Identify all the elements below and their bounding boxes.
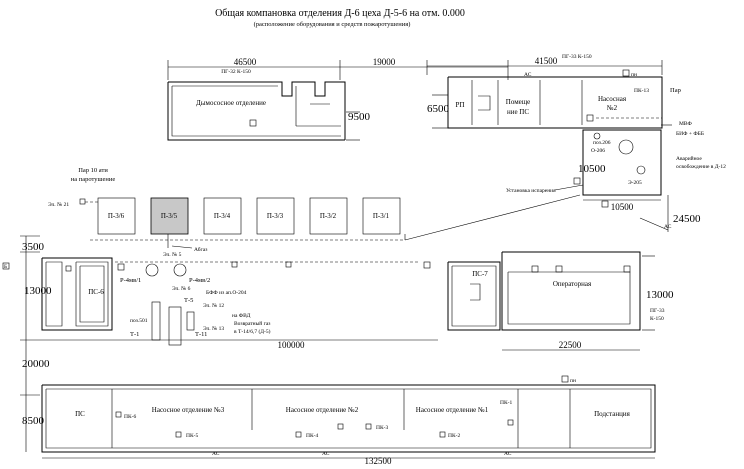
dim-132500: 132500 (365, 456, 393, 466)
room-podstanciya: Подстанция (594, 410, 631, 418)
label-na-fvd: на ФВД (232, 313, 251, 319)
label-ez5: Эл. № 5 (163, 252, 182, 258)
room-dymosos: Дымососное отделение (196, 99, 266, 107)
label-b-left: Б (4, 264, 7, 270)
label-avar-1: Аварийное (676, 155, 702, 162)
label-pk2: ПК-2 (448, 433, 460, 439)
room-nasosnaya-top-1: Насосная (598, 95, 627, 103)
top-right-building: РП Помеще ние ПС Насосная №2 ПК-13 Пар 6… (427, 76, 681, 129)
label-pk1: ПК-1 (500, 400, 512, 406)
label-pos206: поз.206 (593, 140, 611, 146)
label-pos501: поз.501 (130, 318, 148, 324)
dim-10500: 10500 (611, 202, 634, 212)
dim-20000: 20000 (22, 358, 50, 370)
furnace-row: Пар 10 ати на паротушение Эл. № 21 П-3/6… (48, 167, 581, 258)
label-abgaz: Абгаз (194, 246, 207, 253)
label-pk13: ПК-13 (634, 88, 649, 94)
furnace-p33: П-3/3 (267, 212, 284, 220)
label-r4mv2: Р-4мв/2 (189, 277, 210, 284)
label-r4mv1: Р-4мв/1 (120, 277, 141, 284)
bottom-building: пн ПС Насосное отделение №3 Насосное отд… (22, 375, 656, 466)
label-ez6: Эл. № 6 (172, 286, 191, 292)
label-pk5: ПК-5 (186, 433, 198, 439)
dim-9500: 9500 (348, 111, 371, 123)
label-pk6: ПК-6 (124, 414, 136, 420)
label-ez21: Эл. № 21 (48, 202, 69, 208)
room-pomeshch-ps-1: Помеще (506, 98, 530, 106)
ps6-building: ПС-6 (41, 257, 125, 331)
evaporation-unit: МВФ БИФ + ФББ Аварийное освобождение в Д… (506, 121, 726, 232)
label-as-bottom-2: АС (322, 451, 330, 457)
furnace-p35: П-3/5 (161, 212, 178, 220)
label-pg32: ПГ-32 К-150 (221, 69, 251, 75)
room-nasosnaya-top-2: №2 (607, 104, 618, 112)
dim-19000: 19000 (373, 57, 396, 67)
label-pk4: ПК-4 (306, 433, 318, 439)
label-e205: Э-205 (628, 180, 642, 186)
label-as-bottom-1: АС (212, 451, 220, 457)
mid-equipment: Р-4мв/1 Р-4мв/2 Эл. № 6 БФФ из ап.О-204 … (40, 261, 438, 350)
furnace-p31: П-3/1 (373, 212, 390, 220)
furnace-p32: П-3/2 (320, 212, 337, 220)
label-par10-1: Пар 10 ати (78, 167, 108, 174)
operatornaya-building: Операторная 13000 ПГ-33 К-150 22500 (501, 251, 674, 351)
room-ps-bottom: ПС (75, 410, 85, 418)
dim-46500: 46500 (234, 57, 257, 67)
dymosos-building: Дымососное отделение 9500 (167, 81, 371, 141)
dim-13000-left: 13000 (24, 285, 52, 297)
label-o206: О-206 (591, 148, 605, 154)
dim-100000: 100000 (278, 340, 306, 350)
dim-8500: 8500 (22, 415, 45, 427)
dim-13000-right: 13000 (646, 289, 674, 301)
label-bif-fbb: БИФ + ФББ (676, 131, 704, 137)
label-vozvr-1: Возвратный газ (234, 320, 270, 327)
label-par-right: Пар (670, 87, 681, 94)
label-pg33-right-1: ПГ-33 (650, 308, 665, 314)
label-mvf: МВФ (679, 121, 693, 127)
label-par10-2: на паротушение (71, 176, 116, 183)
dim-22500: 22500 (559, 340, 582, 350)
label-t1: Т-1 (130, 331, 139, 338)
label-pk3: ПК-3 (376, 425, 388, 431)
label-pg33-top: ПГ-33 К-150 (562, 54, 592, 60)
label-pg33-right-2: К-150 (650, 316, 664, 322)
dim-6500: 6500 (427, 103, 450, 115)
room-rp: РП (456, 101, 465, 109)
room-nas2: Насосное отделение №2 (286, 406, 359, 414)
label-as-right: АС (664, 224, 672, 230)
label-t5: Т-5 (184, 297, 193, 304)
furnace-p34: П-3/4 (214, 212, 231, 220)
furnace-p36: П-3/6 (108, 212, 125, 220)
dim-41500: 41500 (535, 56, 558, 66)
label-as-top: АС (524, 72, 532, 78)
label-ez13: Эл. № 13 (203, 326, 224, 332)
label-bff: БФФ из ап.О-204 (206, 290, 247, 296)
room-operatornaya: Операторная (553, 280, 592, 288)
plan-title: Общая компановка отделения Д-6 цеха Д-5-… (215, 8, 465, 19)
dim-24500: 24500 (673, 213, 701, 225)
label-avar-2: освобождение в Д-12 (676, 163, 726, 170)
dim-10500-vertical: 10500 (578, 163, 606, 175)
label-vozvr-2: в Т-14/6,7 (Д-5) (234, 328, 271, 335)
left-dimensions: 3500 13000 20000 Б (2, 235, 52, 396)
ps7-building: ПС-7 (447, 261, 501, 331)
room-ps7: ПС-7 (472, 270, 488, 278)
room-pomeshch-ps-2: ние ПС (507, 108, 529, 116)
room-nas1: Насосное отделение №1 (416, 406, 489, 414)
label-ustanovka: Установка испарения (506, 188, 556, 194)
label-ez12: Эл. № 12 (203, 303, 224, 309)
dim-3500: 3500 (22, 241, 45, 253)
top-dimension-chain: 46500 19000 ПГ-32 К-150 (167, 57, 509, 80)
room-ps6: ПС-6 (88, 288, 104, 296)
top-right-dimension: 41500 ПГ-33 К-150 АС пн (426, 54, 663, 78)
label-as-bottom-3: АС (504, 451, 512, 457)
label-t11: Т-11 (195, 331, 207, 338)
label-pn-top: пн (631, 72, 637, 78)
room-nas3: Насосное отделение №3 (152, 406, 225, 414)
plan-subtitle: (расположение оборудования и средств пож… (254, 21, 411, 28)
label-pn-bottom: пн (570, 378, 576, 384)
